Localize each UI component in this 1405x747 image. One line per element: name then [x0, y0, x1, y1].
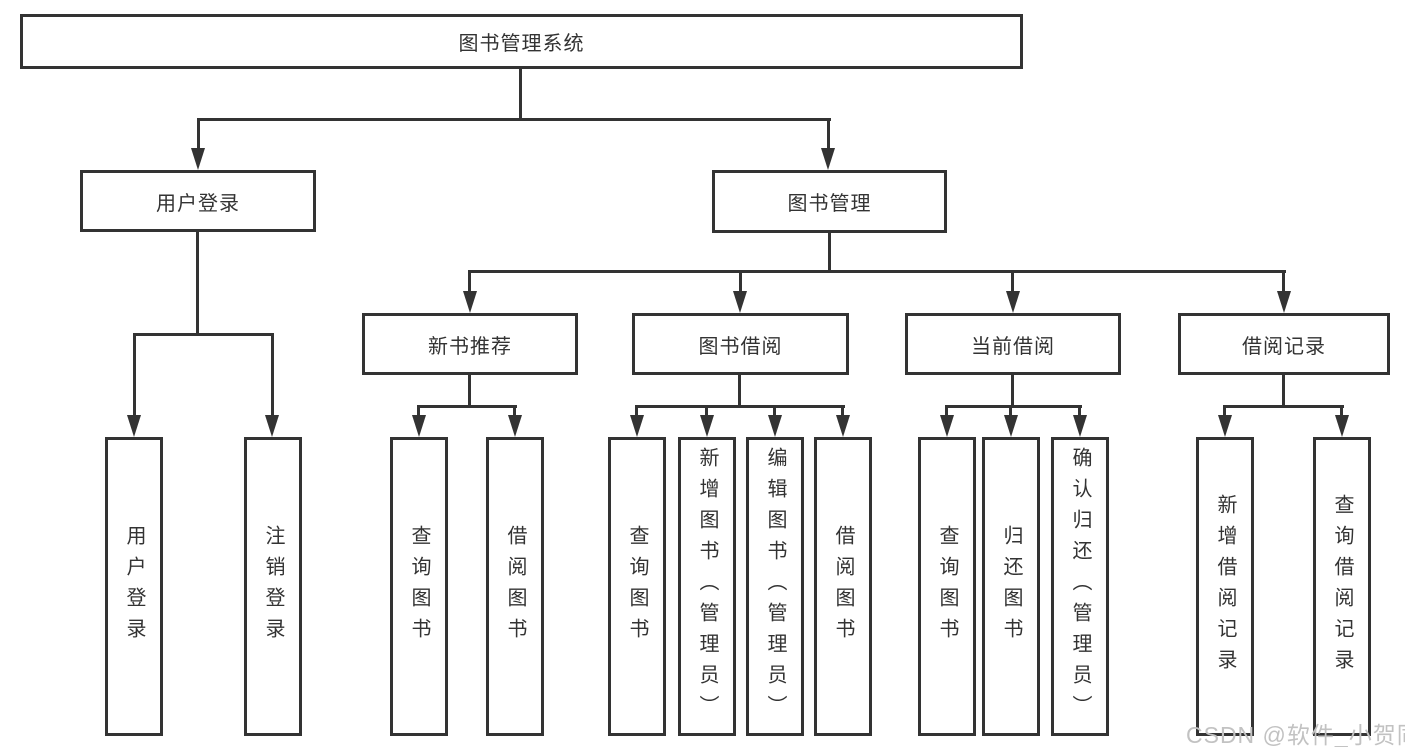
node-book-borrowing: 图书借阅	[632, 313, 849, 375]
leaf-return-books: 归还图书	[982, 437, 1040, 736]
connector-line	[738, 375, 741, 407]
arrow-down-icon	[265, 415, 279, 437]
leaf-query-books-current-label: 查询图书	[936, 524, 958, 649]
connector-line	[635, 405, 845, 408]
node-book-management-label: 图书管理	[787, 193, 872, 215]
node-user-login-label: 用户登录	[156, 192, 240, 215]
leaf-query-books-current: 查询图书	[918, 437, 976, 736]
node-new-book-recommend-label: 新书推荐	[428, 335, 512, 358]
leaf-query-books-recommend-label: 查询图书	[408, 524, 430, 649]
connector-line	[1223, 405, 1344, 408]
connector-line	[196, 232, 199, 335]
leaf-borrow-books-recommend: 借阅图书	[486, 437, 544, 736]
connector-line	[773, 405, 776, 419]
node-library-system-label: 图书管理系统	[458, 33, 585, 55]
connector-line	[133, 333, 274, 336]
csdn-watermark: CSDN @软件_小贺同学	[1186, 722, 1405, 747]
connector-line	[828, 233, 831, 272]
connector-line	[739, 270, 742, 294]
connector-line	[1009, 405, 1012, 419]
arrow-down-icon	[1004, 415, 1018, 437]
connector-line	[417, 405, 517, 408]
leaf-edit-book-admin: 编辑图书（管理员）	[746, 437, 804, 736]
connector-line	[1282, 375, 1285, 407]
leaf-confirm-return-admin-label: 确认归还（管理员）	[1069, 447, 1091, 726]
leaf-edit-book-admin-label: 编辑图书（管理员）	[764, 447, 786, 726]
leaf-add-borrow-record-label: 新增借阅记录	[1214, 493, 1236, 680]
arrow-down-icon	[1277, 291, 1291, 313]
node-current-borrowing: 当前借阅	[905, 313, 1121, 375]
arrow-down-icon	[1335, 415, 1349, 437]
connector-line	[945, 405, 1082, 408]
node-book-management: 图书管理	[712, 170, 947, 233]
leaf-borrow-books-borrowing-label: 借阅图书	[832, 524, 854, 649]
arrow-down-icon	[940, 415, 954, 437]
leaf-add-borrow-record: 新增借阅记录	[1196, 437, 1254, 736]
connector-line	[197, 118, 200, 151]
leaf-confirm-return-admin: 确认归还（管理员）	[1051, 437, 1109, 736]
leaf-query-borrow-record-label: 查询借阅记录	[1331, 493, 1353, 680]
arrow-down-icon	[1073, 415, 1087, 437]
leaf-borrow-books-recommend-label: 借阅图书	[504, 524, 526, 649]
leaf-user-login-label: 用户登录	[123, 524, 145, 649]
connector-line	[468, 375, 471, 407]
node-current-borrowing-label: 当前借阅	[971, 335, 1055, 358]
connector-line	[519, 69, 522, 121]
connector-line	[705, 405, 708, 419]
connector-line	[1078, 405, 1081, 419]
node-user-login: 用户登录	[80, 170, 316, 232]
arrow-down-icon	[768, 415, 782, 437]
arrow-down-icon	[821, 148, 835, 170]
arrow-down-icon	[700, 415, 714, 437]
arrow-down-icon	[508, 415, 522, 437]
arrow-down-icon	[1218, 415, 1232, 437]
leaf-query-books-borrowing: 查询图书	[608, 437, 666, 736]
connector-line	[945, 405, 948, 419]
arrow-down-icon	[463, 291, 477, 313]
node-library-system: 图书管理系统	[20, 14, 1023, 69]
leaf-add-book-admin: 新增图书（管理员）	[678, 437, 736, 736]
leaf-borrow-books-borrowing: 借阅图书	[814, 437, 872, 736]
connector-line	[513, 405, 516, 419]
leaf-user-login: 用户登录	[105, 437, 163, 736]
connector-line	[1282, 270, 1285, 294]
leaf-query-books-recommend: 查询图书	[390, 437, 448, 736]
leaf-logout-label: 注销登录	[262, 524, 284, 649]
leaf-logout: 注销登录	[244, 437, 302, 736]
leaf-query-borrow-record: 查询借阅记录	[1313, 437, 1371, 736]
connector-line	[1340, 405, 1343, 419]
connector-line	[468, 270, 1286, 273]
connector-line	[468, 270, 471, 294]
connector-line	[635, 405, 638, 419]
connector-line	[827, 118, 830, 151]
arrow-down-icon	[412, 415, 426, 437]
connector-line	[841, 405, 844, 419]
connector-line	[197, 118, 831, 121]
connector-line	[1011, 270, 1014, 294]
arrow-down-icon	[127, 415, 141, 437]
connector-line	[417, 405, 420, 419]
node-borrow-records-label: 借阅记录	[1242, 335, 1326, 358]
connector-line	[271, 333, 274, 417]
arrow-down-icon	[733, 291, 747, 313]
leaf-query-books-borrowing-label: 查询图书	[626, 524, 648, 649]
arrow-down-icon	[630, 415, 644, 437]
arrow-down-icon	[1006, 291, 1020, 313]
connector-line	[1011, 375, 1014, 407]
arrow-down-icon	[836, 415, 850, 437]
connector-line	[133, 333, 136, 417]
leaf-return-books-label: 归还图书	[1000, 524, 1022, 649]
node-book-borrowing-label: 图书借阅	[698, 335, 783, 358]
node-borrow-records: 借阅记录	[1178, 313, 1390, 375]
leaf-add-book-admin-label: 新增图书（管理员）	[696, 447, 718, 726]
node-new-book-recommend: 新书推荐	[362, 313, 578, 375]
connector-line	[1223, 405, 1226, 419]
arrow-down-icon	[191, 148, 205, 170]
